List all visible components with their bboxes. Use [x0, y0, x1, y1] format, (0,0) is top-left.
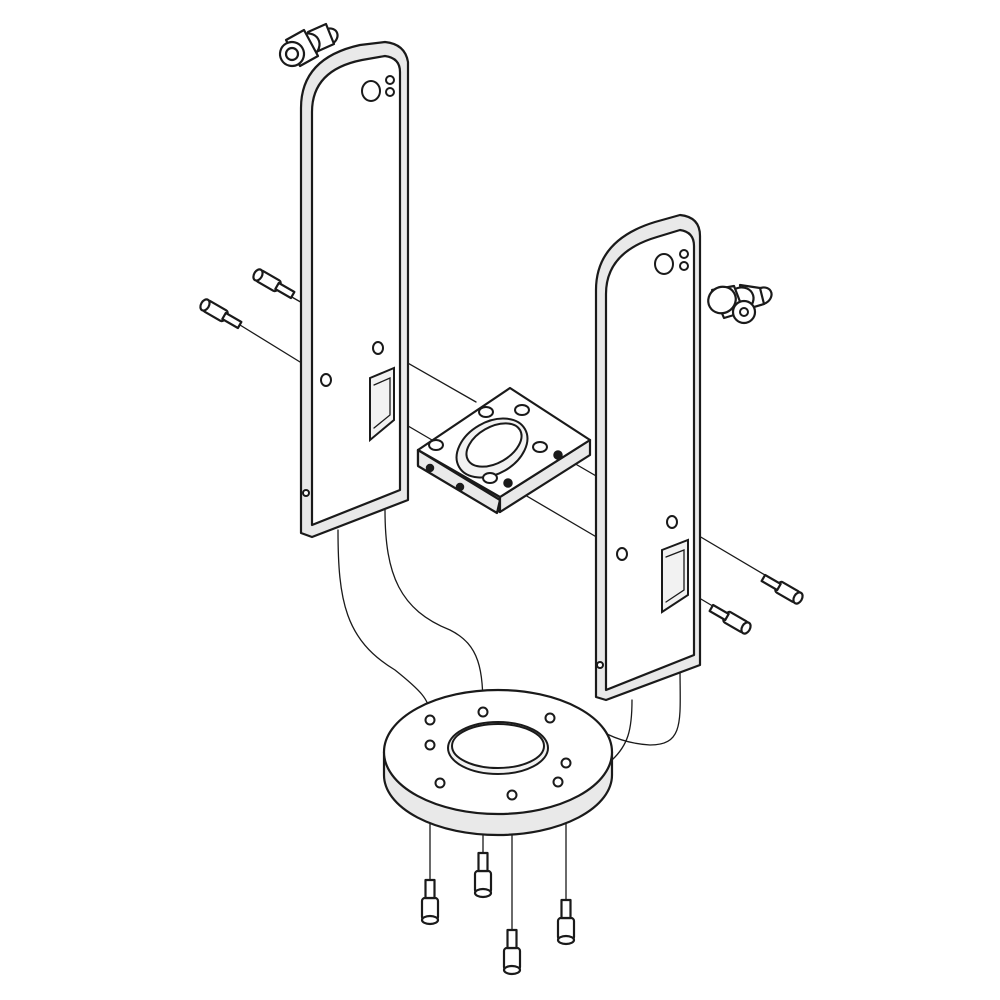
cap-screw	[502, 928, 522, 976]
center-mounting-block	[416, 386, 592, 515]
cap-screw	[199, 298, 243, 330]
cap-screw	[420, 878, 440, 926]
left-upright-plate	[299, 40, 410, 539]
pivot-knob-left	[278, 22, 339, 68]
base-flange-ring	[382, 688, 614, 837]
cap-screw	[708, 603, 752, 635]
cap-screw	[252, 268, 296, 300]
cap-screw	[473, 851, 493, 899]
right-upright-plate	[594, 213, 702, 702]
pivot-knob-right	[707, 283, 773, 325]
cap-screw	[760, 573, 804, 605]
cap-screw	[556, 898, 576, 946]
